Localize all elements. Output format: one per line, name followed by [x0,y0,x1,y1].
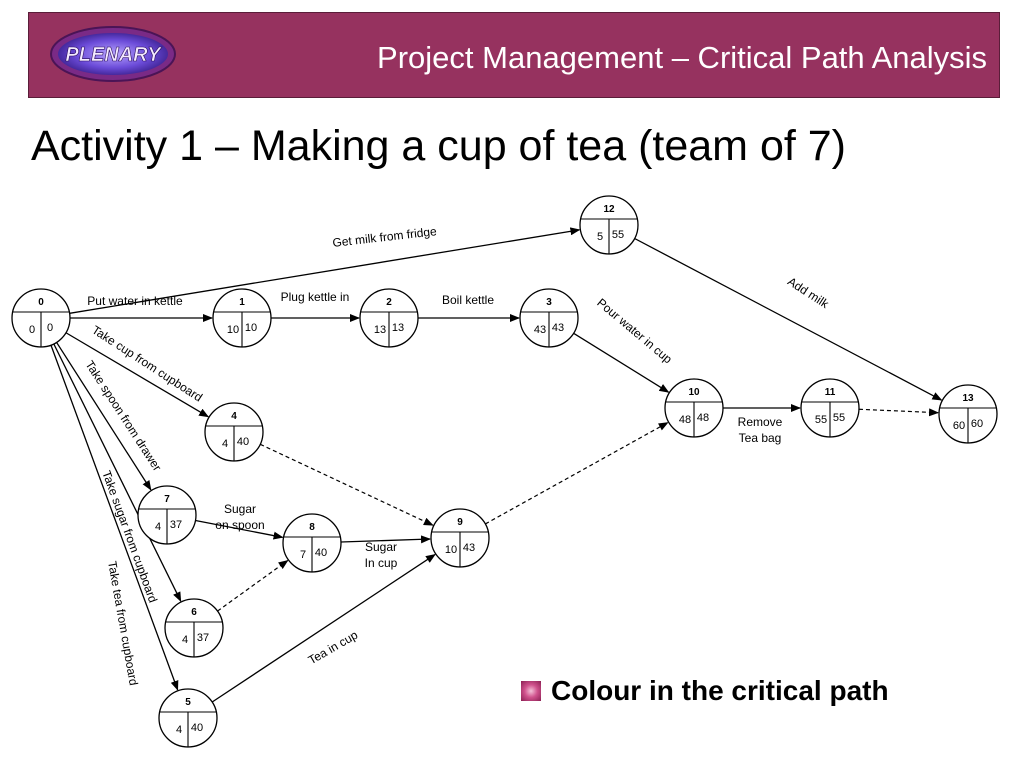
activity-arrow-0-7 [56,342,152,491]
event-node-8: 8 7 40 [282,513,342,573]
instruction-text: Colour in the critical path [551,675,889,706]
node-earliest-time: 4 [155,521,161,533]
node-latest-time: 43 [463,542,475,554]
activity-arrow-12-13 [634,237,943,401]
event-node-5: 5 4 40 [158,688,218,748]
node-latest-time: 37 [197,632,209,644]
activity-label: Put water in kettle [87,294,183,308]
node-latest-time: 0 [47,322,53,334]
node-earliest-time: 10 [445,544,457,556]
node-number: 2 [386,297,392,308]
activity-label: Plug kettle in [281,290,350,304]
event-node-11: 11 55 55 [800,378,860,438]
node-earliest-time: 10 [227,324,239,336]
node-number: 11 [825,387,836,398]
activity-arrow-5-9 [211,554,436,703]
node-latest-time: 60 [971,418,983,430]
slide-title: Activity 1 – Making a cup of tea (team o… [31,122,846,170]
event-node-13: 13 60 60 [938,384,998,444]
node-number: 1 [239,297,245,308]
node-latest-time: 48 [697,412,709,424]
node-latest-time: 55 [833,412,845,424]
activity-arrow-0-5 [50,344,179,691]
node-earliest-time: 43 [534,324,546,336]
activity-arrow-8-9 [340,535,432,544]
node-earliest-time: 55 [815,414,827,426]
activity-label: Boil kettle [442,293,494,307]
node-latest-time: 40 [191,722,203,734]
event-node-9: 9 10 43 [430,508,490,568]
node-number: 7 [164,494,170,505]
node-earliest-time: 5 [597,231,603,243]
activity-label: Add milk [785,274,832,311]
node-number: 6 [191,607,197,618]
node-number: 0 [38,297,44,308]
event-node-1: 1 10 10 [212,288,272,348]
node-earliest-time: 4 [222,438,228,450]
node-number: 12 [603,204,615,215]
activity-arrow-0-12 [69,227,581,314]
node-latest-time: 40 [237,436,249,448]
event-node-7: 7 4 37 [137,485,197,545]
node-earliest-time: 4 [176,724,182,736]
activity-label: Tea in cup [306,628,361,668]
activity-label: Take tea from cupboard [105,560,141,687]
node-number: 9 [457,517,463,528]
node-number: 13 [962,393,974,404]
header-banner: PLENARY Project Management – Critical Pa… [28,12,1000,98]
bullet-square-icon [521,681,541,701]
dummy-arrow-11-13 [858,408,940,417]
activity-label: Pour water in cup [594,296,675,367]
header-title: Project Management – Critical Path Analy… [377,40,987,75]
node-earliest-time: 4 [182,634,188,646]
node-latest-time: 13 [392,322,404,334]
event-node-3: 3 43 43 [519,288,579,348]
node-number: 8 [309,522,315,533]
dummy-arrow-4-9 [260,443,434,526]
activity-arrow-3-10 [573,332,670,393]
event-node-4: 4 4 40 [204,402,264,462]
node-latest-time: 40 [315,547,327,559]
logo-text: PLENARY [65,44,162,66]
event-node-10: 10 48 48 [664,378,724,438]
dummy-arrow-9-10 [485,422,669,525]
node-earliest-time: 60 [953,420,965,432]
node-latest-time: 10 [245,322,257,334]
node-earliest-time: 0 [29,324,35,336]
activity-arrow-0-4 [65,332,210,418]
node-number: 5 [185,697,191,708]
node-earliest-time: 7 [300,549,306,561]
node-number: 4 [231,411,237,422]
activity-label: Take spoon from drawer [82,358,164,474]
instruction-bullet: Colour in the critical path [521,675,889,711]
event-node-6: 6 4 37 [164,598,224,658]
activity-arrow-0-6 [53,343,182,602]
node-latest-time: 55 [612,229,624,241]
node-earliest-time: 48 [679,414,691,426]
node-number: 10 [688,387,700,398]
activity-arrow-7-8 [195,519,284,540]
activity-label: Get milk from fridge [332,224,438,250]
plenary-logo: PLENARY [50,26,176,82]
node-number: 3 [546,297,552,308]
node-latest-time: 37 [170,519,182,531]
dummy-arrow-6-8 [217,559,289,612]
node-latest-time: 43 [552,322,564,334]
node-earliest-time: 13 [374,324,386,336]
event-node-2: 2 13 13 [359,288,419,348]
